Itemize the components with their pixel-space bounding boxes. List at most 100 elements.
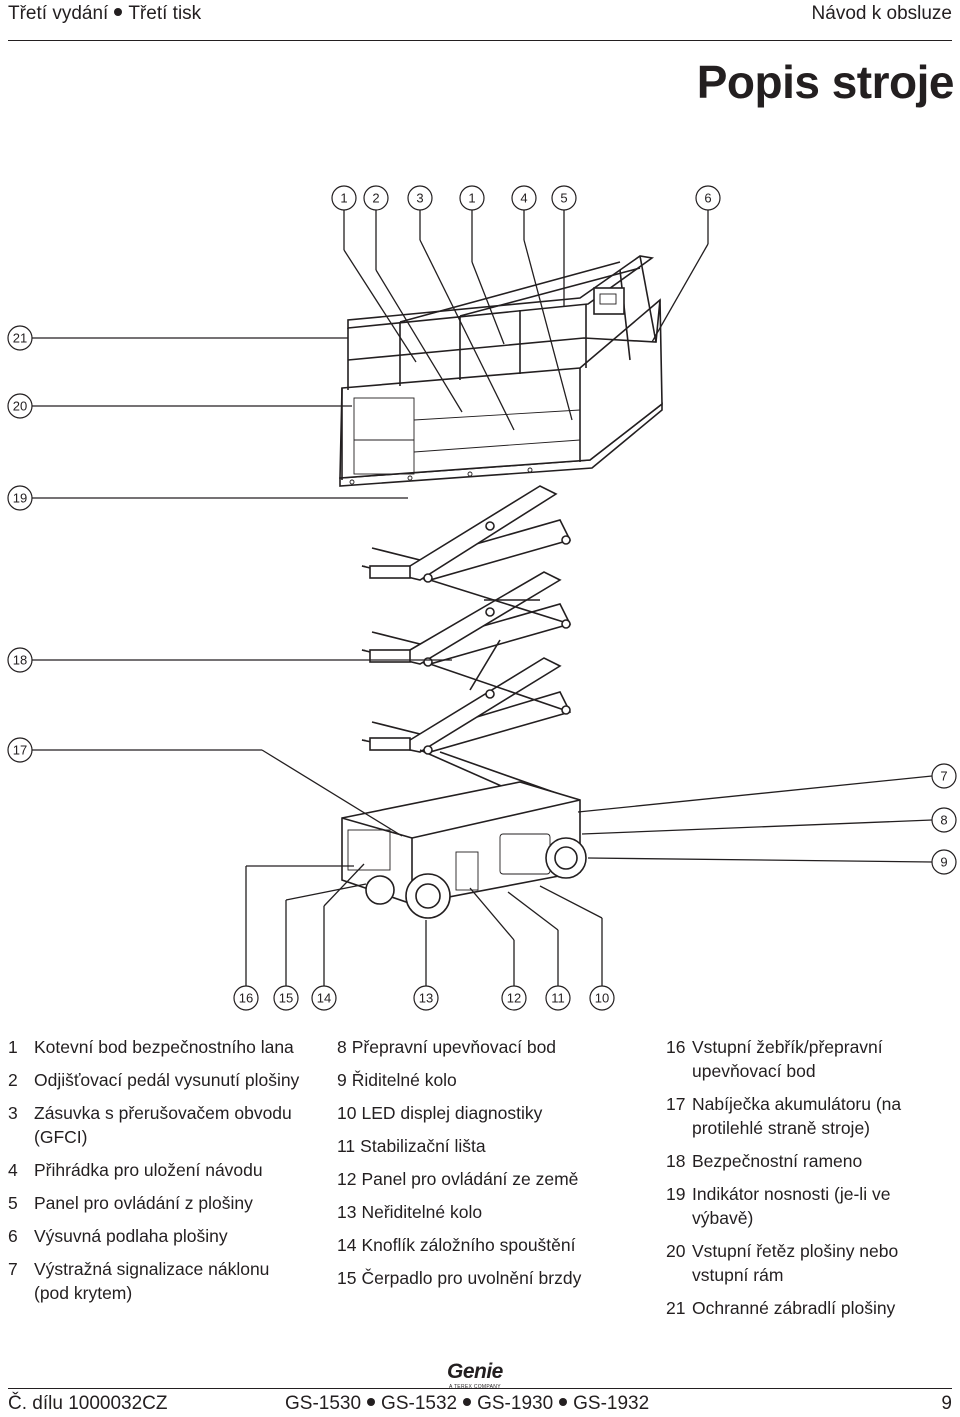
legend-number: 7 bbox=[8, 1259, 18, 1279]
callout-label: 1 bbox=[468, 191, 475, 206]
callout-label: 20 bbox=[13, 399, 27, 414]
callout-right-7: 7 bbox=[931, 763, 957, 789]
callout-label: 18 bbox=[13, 653, 27, 668]
model-name: GS-1530 bbox=[285, 1393, 362, 1414]
callout-bottom-10: 10 bbox=[589, 985, 615, 1011]
legend-text: Výsuvná podlaha plošiny bbox=[34, 1226, 228, 1246]
callout-label: 2 bbox=[372, 191, 379, 206]
callout-bottom-13: 13 bbox=[413, 985, 439, 1011]
legend-text: Knoflík záložního spouštění bbox=[361, 1235, 576, 1255]
callout-bottom-14: 14 bbox=[311, 985, 337, 1011]
printing-label: Třetí tisk bbox=[128, 3, 202, 24]
legend-number: 11 bbox=[337, 1136, 356, 1156]
page-title: Popis stroje bbox=[696, 56, 955, 108]
legend-text: Řiditelné kolo bbox=[351, 1070, 457, 1090]
legend-number: 3 bbox=[8, 1103, 18, 1123]
legend-number: 2 bbox=[8, 1070, 18, 1090]
legend-text: Kotevní bod bezpečnostního lana bbox=[34, 1037, 294, 1057]
callout-label: 19 bbox=[13, 491, 27, 506]
callout-label: 3 bbox=[416, 191, 423, 206]
legend-item: 1 Kotevní bod bezpečnostního lana bbox=[8, 1035, 308, 1059]
scissor-stack-drawing bbox=[361, 485, 577, 813]
model-name: GS-1932 bbox=[573, 1393, 650, 1414]
callout-label: 14 bbox=[317, 991, 331, 1006]
callout-top-3: 3 bbox=[407, 185, 433, 211]
legend-number: 4 bbox=[8, 1160, 18, 1180]
legend-text: Indikátor nosnosti (je-li ve výbavě) bbox=[692, 1184, 891, 1228]
page-number: 9 bbox=[941, 1393, 952, 1414]
callout-label: 12 bbox=[507, 991, 521, 1006]
model-name: GS-1930 bbox=[477, 1393, 554, 1414]
callout-label: 16 bbox=[239, 991, 253, 1006]
legend-text: Čerpadlo pro uvolnění brzdy bbox=[361, 1268, 582, 1288]
legend-text: Přepravní upevňovací bod bbox=[351, 1037, 557, 1057]
genie-logo-subtitle: A TEREX COMPANY bbox=[449, 1384, 501, 1390]
legend-text: Panel pro ovládání ze země bbox=[361, 1169, 579, 1189]
callout-label: 21 bbox=[13, 331, 27, 346]
callout-right-9: 9 bbox=[931, 849, 957, 875]
legend-text: Bezpečnostní rameno bbox=[692, 1151, 863, 1171]
leader-9 bbox=[587, 857, 933, 863]
callout-top-1b: 1 bbox=[459, 185, 485, 211]
legend-number: 12 bbox=[337, 1169, 357, 1189]
callout-bottom-15: 15 bbox=[273, 985, 299, 1011]
callout-label: 13 bbox=[419, 991, 433, 1006]
genie-logo: Genie bbox=[447, 1360, 503, 1383]
callout-bottom-16: 16 bbox=[233, 985, 259, 1011]
legend-number: 6 bbox=[8, 1226, 18, 1246]
legend-text: Stabilizační lišta bbox=[360, 1136, 486, 1156]
footer-divider bbox=[8, 1388, 952, 1389]
callout-label: 4 bbox=[520, 191, 527, 206]
callout-label: 9 bbox=[940, 855, 947, 870]
legend-number: 15 bbox=[337, 1268, 357, 1288]
callout-left-20: 20 bbox=[7, 393, 33, 419]
legend-item: 6 Výsuvná podlaha plošiny bbox=[8, 1224, 308, 1248]
legend-number: 10 bbox=[337, 1103, 357, 1123]
bullet-icon bbox=[463, 1397, 472, 1406]
callout-bottom-12: 12 bbox=[501, 985, 527, 1011]
leader-7 bbox=[577, 775, 933, 813]
callout-top-4: 4 bbox=[511, 185, 537, 211]
callout-label: 8 bbox=[940, 813, 947, 828]
legend-number: 1 bbox=[8, 1037, 18, 1057]
callout-top-5: 5 bbox=[551, 185, 577, 211]
platform-drawing bbox=[339, 255, 663, 487]
manual-label: Návod k obsluze bbox=[811, 3, 952, 24]
callout-bottom-11: 11 bbox=[545, 985, 571, 1011]
callout-top-6: 6 bbox=[695, 185, 721, 211]
leader-lines bbox=[30, 210, 709, 988]
legend-text: Výstražná signalizace náklonu (pod kryte… bbox=[34, 1259, 270, 1303]
callout-left-19: 19 bbox=[7, 485, 33, 511]
header-divider bbox=[8, 40, 952, 41]
model-name: GS-1532 bbox=[381, 1393, 458, 1414]
callout-top-1a: 1 bbox=[331, 185, 357, 211]
bullet-icon bbox=[114, 7, 123, 16]
model-list: GS-1530 GS-1532 GS-1930 GS-1932 bbox=[285, 1393, 649, 1415]
callout-right-8: 8 bbox=[931, 807, 957, 833]
legend-text: Vstupní řetěz plošiny nebo vstupní rám bbox=[692, 1241, 899, 1285]
legend-number: 14 bbox=[337, 1235, 357, 1255]
callout-left-18: 18 bbox=[7, 647, 33, 673]
legend-number: 5 bbox=[8, 1193, 18, 1213]
legend-number: 17 bbox=[666, 1094, 686, 1114]
